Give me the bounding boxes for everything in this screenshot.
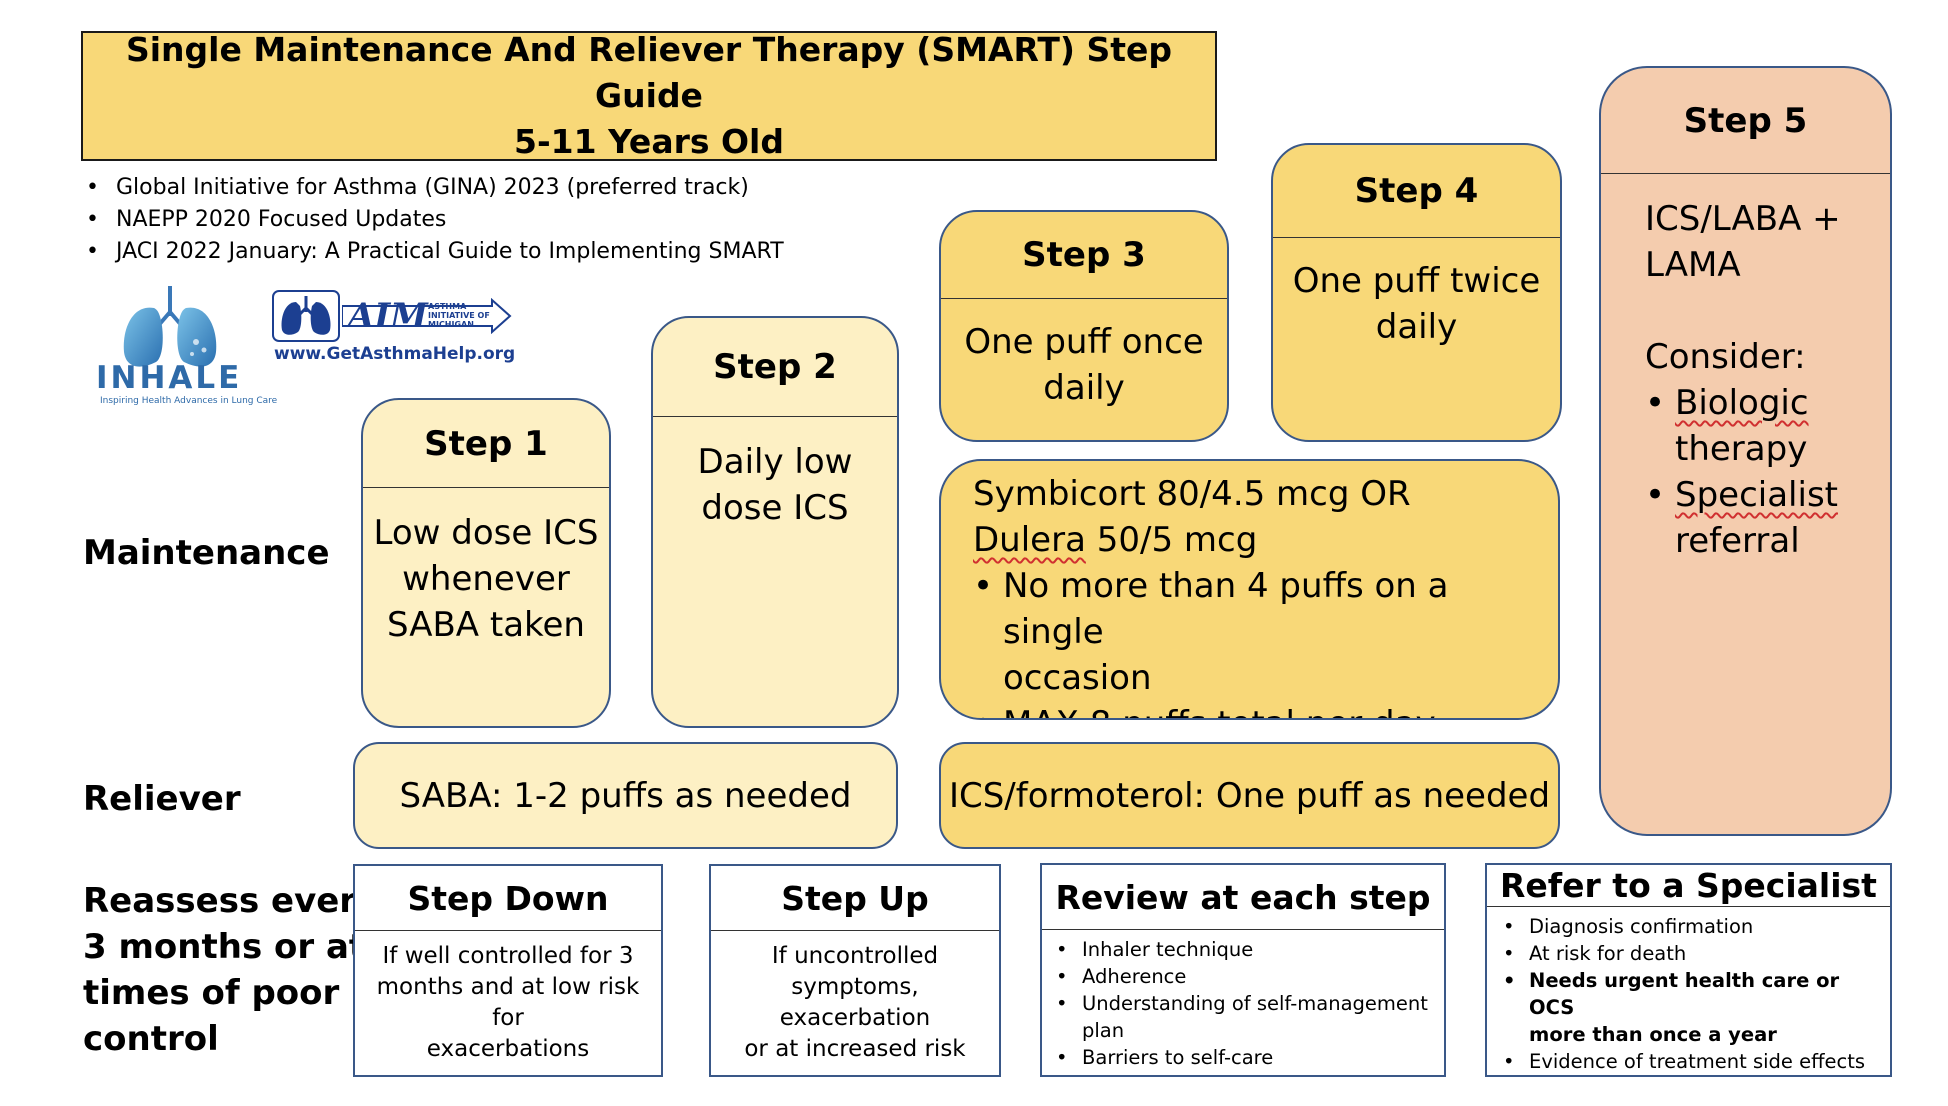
list-item: Specialist referral [1645, 472, 1890, 564]
aim-logo: AIM ASTHMA INITIATIVE OF MICHIGAN www.Ge… [272, 290, 516, 370]
review-list: Inhaler technique Adherence Understandin… [1042, 930, 1444, 1071]
symbicort-dosing-box: Symbicort 80/4.5 mcg OR Dulera 50/5 mcg … [939, 459, 1560, 720]
step1-body: Low dose ICS whenever SABA taken [373, 513, 599, 645]
maintenance-label: Maintenance [83, 533, 330, 573]
step-down-box: Step Down If well controlled for 3 month… [353, 864, 663, 1077]
step2-title: Step 2 [653, 318, 897, 417]
list-item: Biologic therapy [1645, 380, 1890, 472]
aim-lungs-icon [272, 290, 340, 342]
review-title: Review at each step [1042, 865, 1444, 930]
step3-title: Step 3 [941, 212, 1227, 299]
list-item: MAX 8 puffs total per day [973, 701, 1558, 718]
aim-wordmark: AIM [348, 296, 428, 336]
list-item: No more than 4 puffs on a single occasio… [973, 563, 1558, 701]
list-item: Evidence of treatment side effects [1503, 1048, 1880, 1075]
reference-list: Global Initiative for Asthma (GINA) 2023… [86, 172, 784, 268]
saba-reliever-pill: SABA: 1-2 puffs as needed [353, 742, 898, 849]
list-item: Adherence [1056, 963, 1434, 990]
step-up-title: Step Up [711, 866, 999, 931]
step2-body: Daily low dose ICS [697, 442, 853, 528]
refer-list: Diagnosis confirmation At risk for death… [1487, 907, 1890, 1075]
step5-title: Step 5 [1601, 68, 1890, 174]
symbicort-rules: No more than 4 puffs on a single occasio… [973, 563, 1558, 718]
list-item: At risk for death [1503, 940, 1880, 967]
step1-title: Step 1 [363, 400, 609, 488]
aim-org-text: ASTHMA INITIATIVE OF MICHIGAN [428, 302, 490, 329]
step1-card: Step 1 Low dose ICS whenever SABA taken [361, 398, 611, 728]
inhale-wordmark: INHALE [96, 360, 243, 396]
step2-card: Step 2 Daily low dose ICS [651, 316, 899, 728]
reassess-label: Reassess every 3 months or at times of p… [83, 881, 379, 1059]
list-item: Barriers to self-care [1056, 1044, 1434, 1071]
step4-card: Step 4 One puff twice daily [1271, 143, 1562, 442]
inhale-tagline: Inspiring Health Advances in Lung Care [100, 396, 278, 406]
guide-title: Single Maintenance And Reliever Therapy … [125, 30, 1173, 115]
step-up-body: If uncontrolled symptoms, exacerbation o… [744, 943, 966, 1062]
step-down-body: If well controlled for 3 months and at l… [376, 943, 640, 1062]
step5-card: Step 5 ICS/LABA + LAMA Consider: Biologi… [1599, 66, 1892, 836]
reference-item: Global Initiative for Asthma (GINA) 2023… [86, 172, 784, 204]
list-item: Inhaler technique [1056, 936, 1434, 963]
step4-title: Step 4 [1273, 145, 1560, 238]
step-up-box: Step Up If uncontrolled symptoms, exacer… [709, 864, 1001, 1077]
step5-consider-list: Biologic therapy Specialist referral [1645, 380, 1890, 564]
list-item: Diagnosis confirmation [1503, 913, 1880, 940]
refer-box: Refer to a Specialist Diagnosis confirma… [1485, 863, 1892, 1077]
reference-item: JACI 2022 January: A Practical Guide to … [86, 236, 784, 268]
lungs-icon [123, 286, 217, 367]
step3-body: One puff once daily [964, 322, 1204, 408]
step4-body: One puff twice daily [1292, 261, 1541, 347]
reference-item: NAEPP 2020 Focused Updates [86, 204, 784, 236]
step5-body: ICS/LABA + LAMA Consider: Biologic thera… [1601, 174, 1890, 564]
refer-title: Refer to a Specialist [1487, 865, 1890, 907]
ics-reliever-pill: ICS/formoterol: One puff as needed [939, 742, 1560, 849]
reliever-label: Reliever [83, 779, 241, 819]
step-down-title: Step Down [355, 866, 661, 931]
aim-arrow-icon [342, 298, 512, 334]
inhale-logo: INHALE Inspiring Health Advances in Lung… [92, 282, 277, 407]
aim-url: www.GetAsthmaHelp.org [274, 344, 516, 364]
guide-title-box: Single Maintenance And Reliever Therapy … [81, 30, 1217, 161]
guide-subtitle: 5-11 Years Old [514, 122, 784, 161]
review-box: Review at each step Inhaler technique Ad… [1040, 863, 1446, 1077]
step3-card: Step 3 One puff once daily [939, 210, 1229, 442]
